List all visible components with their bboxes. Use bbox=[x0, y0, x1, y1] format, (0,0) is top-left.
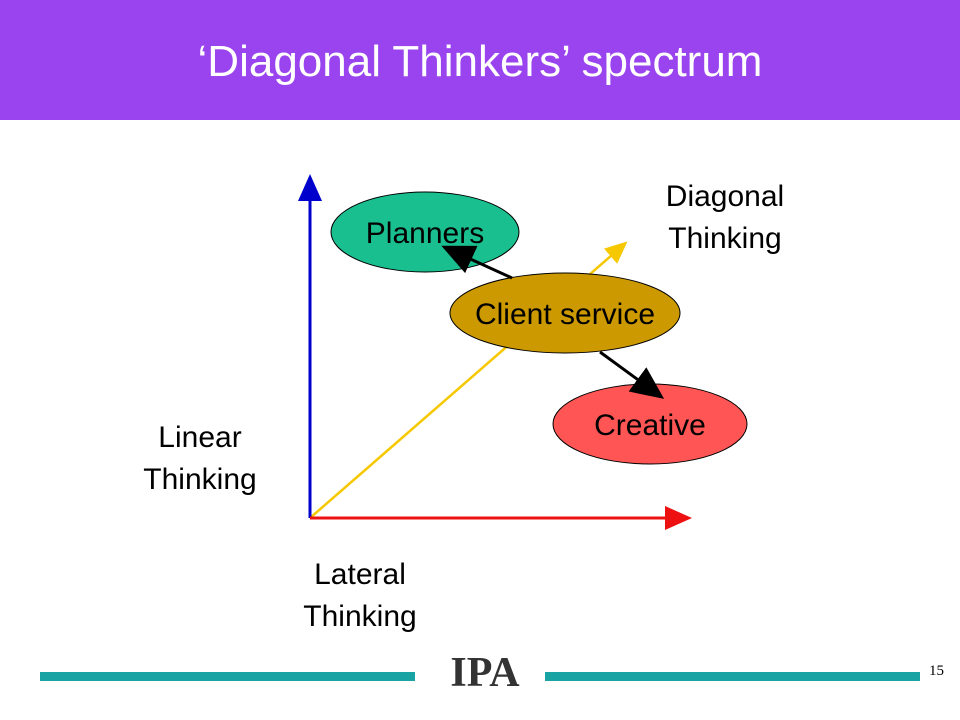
client-service-label: Client service bbox=[475, 298, 655, 331]
lateral-label-line2: Thinking bbox=[303, 600, 417, 633]
title-bar bbox=[0, 0, 960, 120]
ipa-logo: IPA bbox=[450, 650, 520, 694]
linear-label-line1: Linear bbox=[158, 421, 242, 454]
client-service-ellipse bbox=[449, 272, 681, 354]
linear-label-line2: Thinking bbox=[143, 463, 257, 496]
footer-line-left bbox=[40, 672, 415, 681]
page-number: 15 bbox=[929, 663, 944, 679]
arrow-to-creative bbox=[599, 350, 665, 399]
creative-label: Creative bbox=[594, 409, 706, 442]
svg-text:IPA: IPA bbox=[450, 650, 520, 694]
planners-label: Planners bbox=[366, 217, 484, 250]
footer-line-right bbox=[545, 672, 920, 681]
diagonal-label-line1: Diagonal bbox=[665, 180, 785, 213]
diagonal-thinking-label: Diagonal Thinking bbox=[625, 176, 825, 260]
slide-title: ‘Diagonal Thinkers’ spectrum bbox=[197, 37, 763, 86]
linear-thinking-label: Linear Thinking bbox=[100, 417, 300, 501]
lateral-thinking-label: Lateral Thinking bbox=[260, 554, 460, 638]
arrow-to-planners bbox=[441, 245, 513, 280]
lateral-label-line1: Lateral bbox=[314, 558, 406, 591]
diagonal-label-line2: Thinking bbox=[668, 222, 782, 255]
